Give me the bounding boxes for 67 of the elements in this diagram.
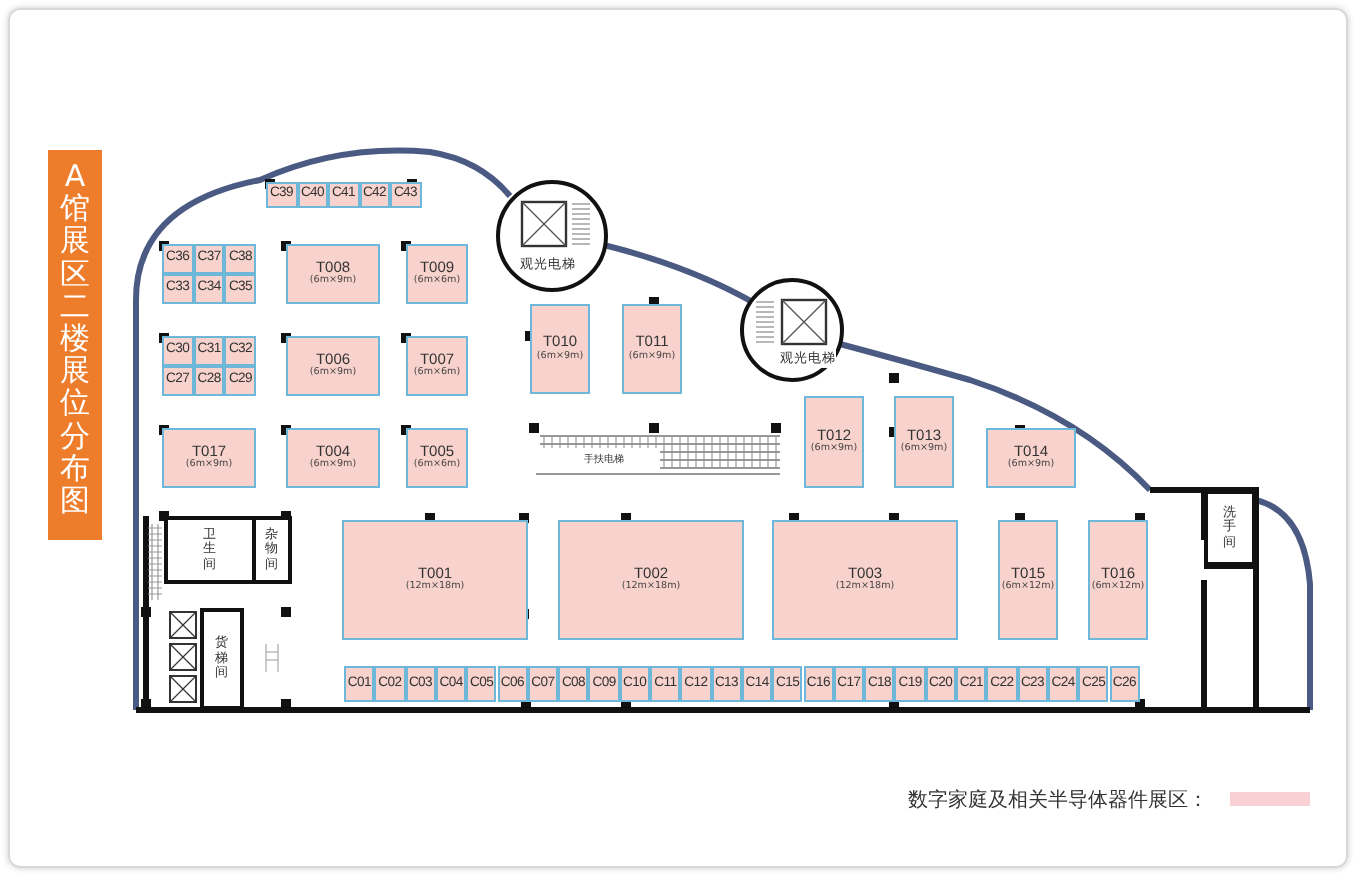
booth (406, 428, 468, 488)
booth (1088, 520, 1148, 640)
booth (162, 336, 194, 366)
booth (864, 666, 895, 702)
booth (435, 666, 467, 702)
booth (711, 666, 742, 702)
booth (162, 244, 194, 274)
booth (266, 182, 297, 208)
booth (804, 396, 864, 488)
booth (1109, 666, 1140, 702)
booth (986, 428, 1076, 488)
booth (328, 182, 359, 208)
title: A馆展区二楼展位分布图 (58, 160, 92, 522)
booth (650, 666, 681, 702)
booth (342, 520, 528, 640)
booth (619, 666, 650, 702)
booth (741, 666, 773, 702)
booth (390, 182, 421, 208)
booth (224, 244, 257, 274)
booth (286, 244, 380, 304)
booth (833, 666, 865, 702)
booth (527, 666, 559, 702)
booth (405, 666, 436, 702)
booth (894, 396, 954, 488)
room (164, 516, 256, 584)
elevator-circle (740, 278, 844, 382)
booth (497, 666, 528, 702)
booth (193, 366, 225, 396)
booth (193, 244, 225, 274)
booth (344, 666, 375, 702)
booth (588, 666, 620, 702)
room (252, 516, 292, 584)
booth (1047, 666, 1079, 702)
booth (162, 428, 256, 488)
booth (286, 428, 380, 488)
booth (359, 182, 390, 208)
booth (193, 336, 225, 366)
booth (224, 274, 257, 304)
booth (622, 304, 682, 394)
booth (193, 274, 225, 304)
room (200, 608, 244, 710)
booth (406, 244, 468, 304)
booth (956, 666, 987, 702)
booth (1078, 666, 1109, 702)
booth (803, 666, 834, 702)
booth (530, 304, 590, 394)
booth (297, 182, 328, 208)
room (1204, 490, 1256, 566)
booth (162, 274, 194, 304)
booth (162, 366, 194, 396)
booth (224, 366, 257, 396)
booth (558, 520, 744, 640)
booth (224, 336, 257, 366)
booth (374, 666, 406, 702)
booth (986, 666, 1018, 702)
booth (286, 336, 380, 396)
booth (894, 666, 926, 702)
booth (772, 520, 958, 640)
booth (925, 666, 956, 702)
booth (772, 666, 803, 702)
booth (406, 336, 468, 396)
booth (558, 666, 589, 702)
booth (680, 666, 712, 702)
legend-text: 数字家庭及相关半导体器件展区： (908, 787, 1208, 814)
booth (466, 666, 497, 702)
booth (1017, 666, 1048, 702)
booth (998, 520, 1058, 640)
